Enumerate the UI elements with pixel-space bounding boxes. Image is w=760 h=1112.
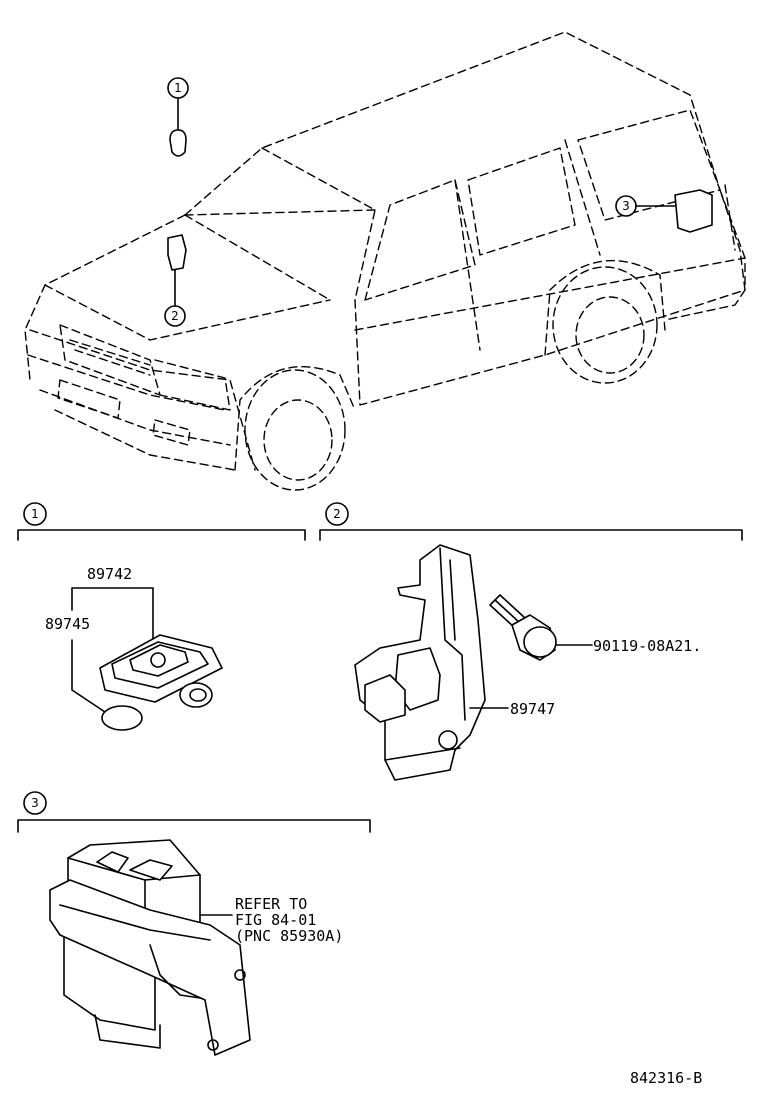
part-number-89745: 89745 xyxy=(45,615,90,633)
callout-3-label: 3 xyxy=(622,199,630,213)
receiver-location-icon xyxy=(674,189,713,233)
section-3: 3 REFER TO FIG 84-01 (PNC 85930A) xyxy=(17,791,371,1056)
vehicle-outline xyxy=(24,31,746,491)
part-number-90119: 90119-08A21. xyxy=(593,637,701,655)
section-2: 2 89747 90119-08A21. xyxy=(319,502,743,781)
refer-to-label: REFER TO xyxy=(235,895,307,913)
battery-cell xyxy=(101,705,143,731)
key-fob-location-icon xyxy=(169,129,187,157)
figure-id: 842316-B xyxy=(630,1069,702,1087)
vehicle-callout-2: 2 xyxy=(164,234,187,327)
refer-pnc-label: (PNC 85930A) xyxy=(235,927,343,945)
vehicle-callout-3: 3 xyxy=(615,189,713,233)
section-2-label: 2 xyxy=(333,507,341,521)
vehicle-callout-1: 1 xyxy=(167,77,189,157)
hood-sensor-location-icon xyxy=(167,234,187,271)
section-1: 1 89742 89745 xyxy=(17,502,306,731)
part-number-89742: 89742 xyxy=(87,565,132,583)
key-fob-transmitter xyxy=(99,634,223,708)
section-1-label: 1 xyxy=(31,507,39,521)
refer-figure-label: FIG 84-01 xyxy=(235,911,316,929)
callout-1-label: 1 xyxy=(174,81,182,95)
mounting-bolt xyxy=(489,594,557,661)
section-3-label: 3 xyxy=(31,796,39,810)
hood-courtesy-switch xyxy=(354,544,486,781)
part-number-89747: 89747 xyxy=(510,700,555,718)
callout-2-label: 2 xyxy=(171,309,179,323)
door-control-receiver xyxy=(49,839,251,1056)
